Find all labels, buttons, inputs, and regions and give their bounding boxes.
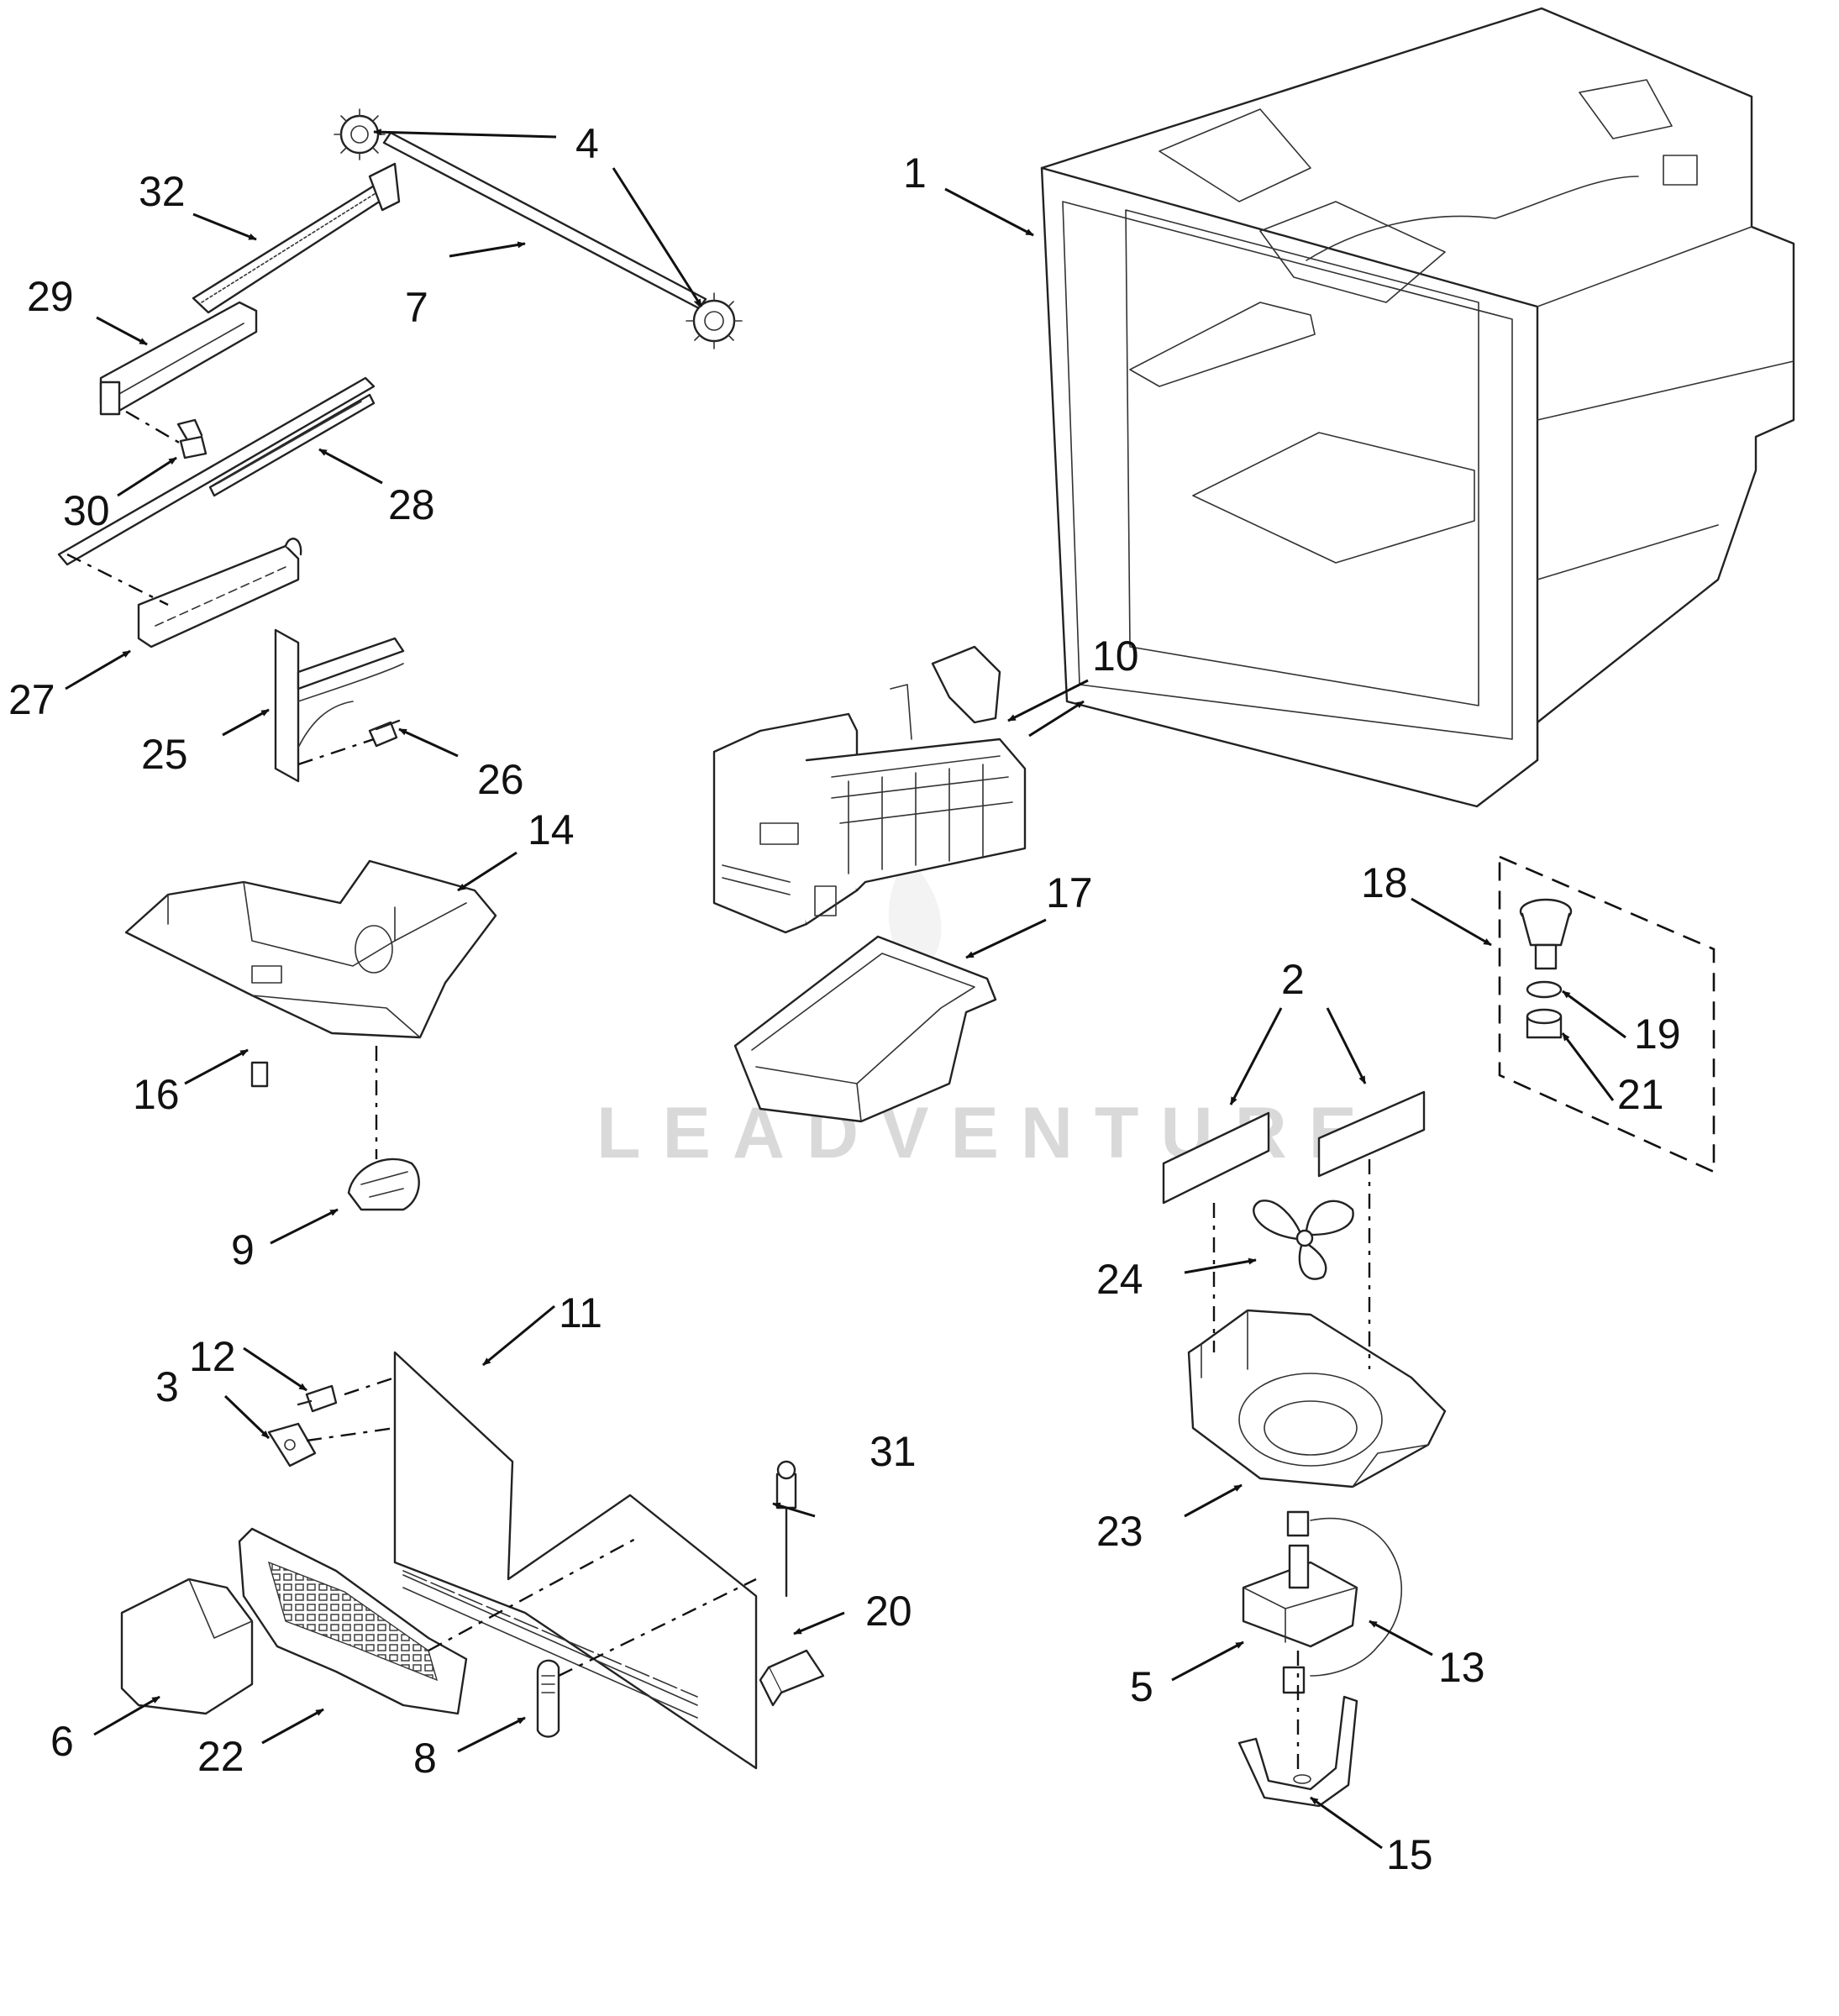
part-15-bracket — [1237, 1695, 1358, 1808]
callout-9: 9 — [231, 1226, 255, 1273]
part-6-cover — [120, 1578, 254, 1715]
part-13-harness — [1282, 1518, 1402, 1694]
part-8-damper — [536, 1659, 560, 1738]
part-14-bin-housing — [124, 859, 497, 1039]
callout-25: 25 — [141, 731, 188, 778]
callout-22: 22 — [197, 1733, 244, 1780]
callout-4: 4 — [575, 120, 599, 167]
callout-10: 10 — [1092, 633, 1139, 680]
callout-5: 5 — [1130, 1663, 1153, 1710]
callout-17: 17 — [1046, 869, 1093, 916]
part-19-oring — [1526, 980, 1563, 999]
callout-23: 23 — [1096, 1508, 1143, 1555]
part-26-screw — [368, 719, 401, 748]
callout-30: 30 — [63, 487, 110, 534]
part-23-fan-housing — [1187, 1309, 1447, 1488]
callout-1: 1 — [903, 150, 927, 197]
callout-18: 18 — [1361, 859, 1408, 906]
part-5-motor — [1242, 1510, 1358, 1648]
part-17-ice-bucket — [733, 935, 997, 1123]
part-18-group-box — [1498, 855, 1716, 1174]
part-3-switch — [267, 1422, 317, 1467]
part-11-cover-plate — [393, 1351, 758, 1770]
part-25-bracket-plate — [274, 628, 405, 783]
callout-15: 15 — [1386, 1831, 1433, 1878]
callout-19: 19 — [1634, 1011, 1681, 1058]
part-10-icemaker — [712, 645, 1027, 934]
callout-21: 21 — [1617, 1071, 1664, 1118]
callout-24: 24 — [1096, 1256, 1143, 1303]
part-7-shaft — [382, 131, 707, 310]
callout-13: 13 — [1438, 1644, 1485, 1691]
callout-28: 28 — [388, 481, 435, 528]
callout-31: 31 — [870, 1428, 917, 1475]
callout-14: 14 — [528, 806, 575, 853]
leader-arrows — [65, 129, 1626, 1850]
callout-20: 20 — [865, 1588, 912, 1635]
callout-29: 29 — [27, 273, 74, 320]
part-12-screw — [297, 1384, 338, 1413]
part-22-grille — [238, 1527, 468, 1715]
assembly-lines — [66, 410, 1371, 1777]
callout-3: 3 — [155, 1363, 179, 1410]
callout-11: 11 — [559, 1289, 602, 1336]
callout-26: 26 — [477, 756, 524, 803]
part-4-gear-top — [334, 108, 386, 160]
part-20-foam-strip — [759, 1649, 825, 1707]
callout-6: 6 — [50, 1718, 74, 1765]
part-4-gear-bottom — [686, 292, 743, 349]
callout-7: 7 — [405, 284, 428, 331]
part-9-knob — [347, 1158, 420, 1211]
part-2-pad-right — [1317, 1090, 1426, 1178]
callout-2: 2 — [1281, 956, 1305, 1003]
part-31-thermistor — [775, 1460, 797, 1598]
part-24-fan-blade — [1253, 1200, 1354, 1280]
part-16-clip — [250, 1061, 269, 1088]
part-18-valve — [1519, 898, 1573, 970]
part-2-pad-left — [1162, 1111, 1270, 1205]
part-28-slide-rail — [57, 376, 376, 566]
part-27-bracket — [137, 538, 302, 648]
callout-12: 12 — [189, 1333, 236, 1380]
callout-16: 16 — [133, 1071, 180, 1118]
callout-labels: 1 2 3 4 5 6 7 8 9 10 11 12 13 14 15 16 1… — [8, 120, 1681, 1878]
part-32-rail — [192, 162, 401, 314]
part-30-screw — [176, 418, 208, 459]
part-29-bracket — [99, 301, 258, 416]
callout-27: 27 — [8, 676, 55, 723]
part-1-freezer-liner — [1040, 7, 1795, 808]
callout-8: 8 — [413, 1735, 437, 1782]
callout-32: 32 — [139, 168, 186, 215]
part-21-cap — [1526, 1008, 1563, 1039]
